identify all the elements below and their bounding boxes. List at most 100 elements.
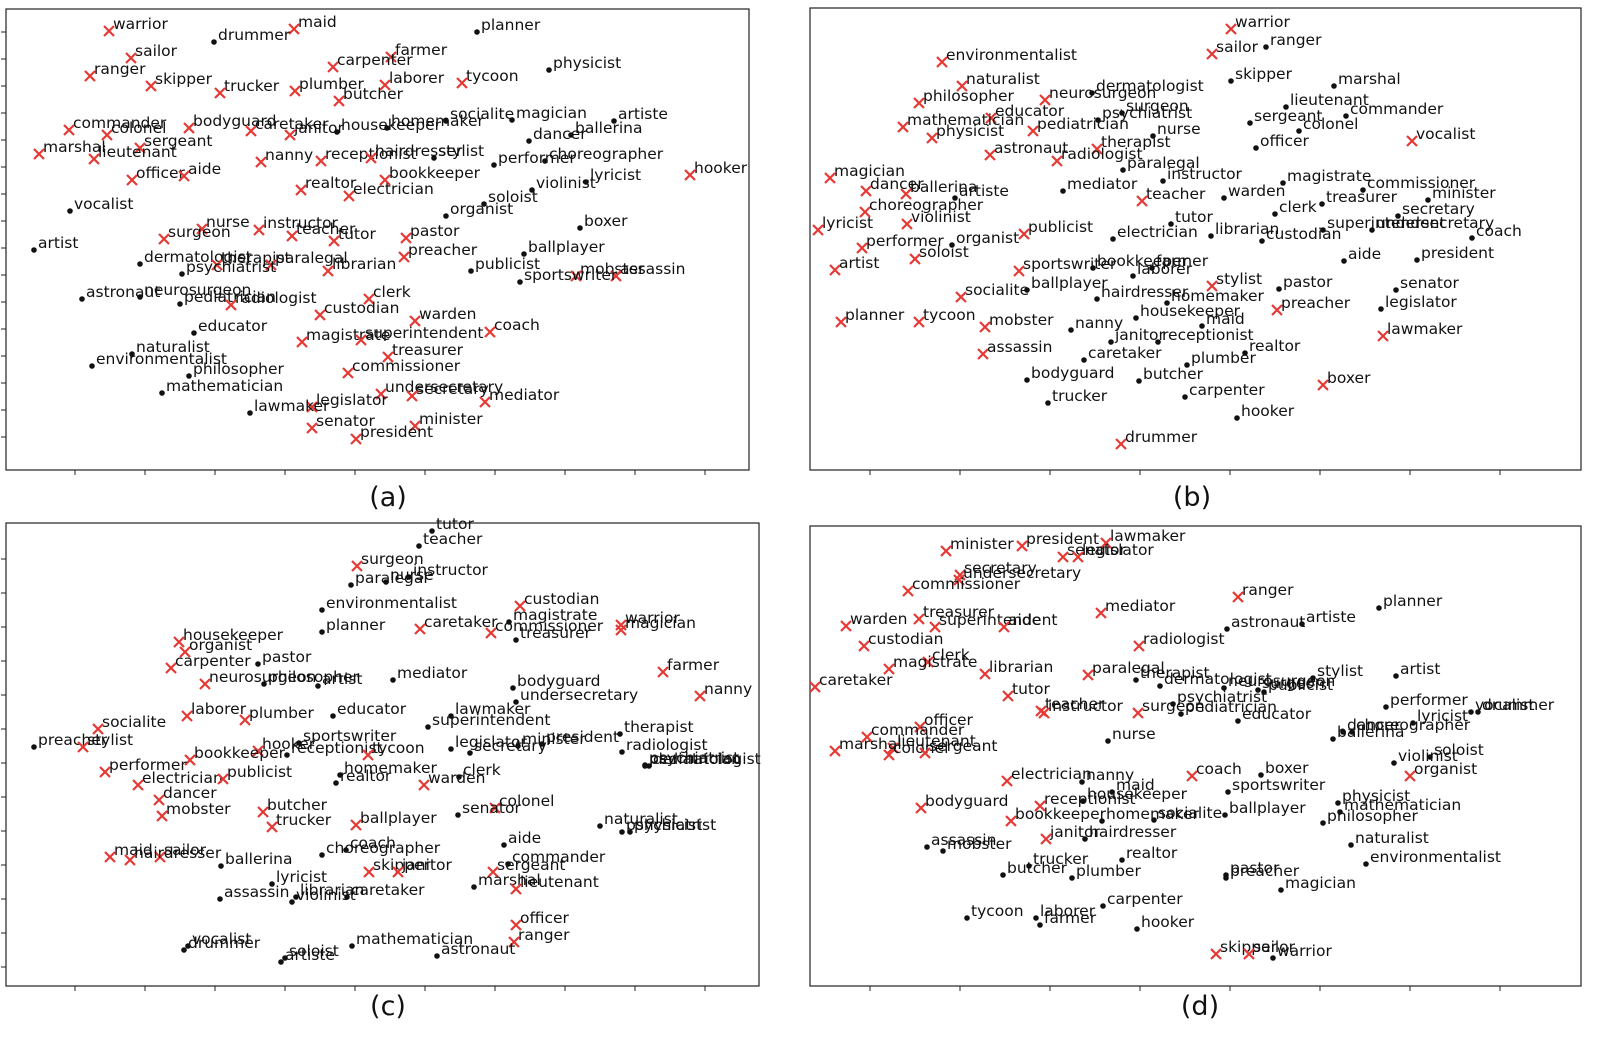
point-label: warden [1228, 182, 1285, 200]
point-label: carpenter [1107, 890, 1183, 908]
cross-marker [913, 97, 925, 109]
dot-marker [416, 543, 422, 549]
point-label: magistrate [1287, 167, 1371, 185]
point: dancer [526, 125, 587, 144]
point: coach [1186, 760, 1242, 782]
cross-marker [266, 821, 278, 833]
point: neurosurgeon [137, 281, 251, 300]
point: receptionist [284, 739, 383, 758]
dot-marker [568, 132, 574, 138]
dot-marker [509, 117, 515, 123]
point: marshal [33, 138, 106, 160]
point: skipper [1228, 65, 1293, 84]
cross-marker [1225, 23, 1237, 35]
point: minister [409, 410, 483, 432]
point: teacher [416, 530, 483, 549]
dot-marker [1247, 120, 1253, 126]
cross-marker [103, 25, 115, 37]
dot-marker [1299, 621, 1305, 627]
dot-marker [1391, 760, 1397, 766]
point: realtor [1242, 337, 1301, 356]
dot-marker [425, 724, 431, 730]
dot-marker [1378, 306, 1384, 312]
point-label: lawmaker [1110, 527, 1186, 545]
dot-marker [1094, 296, 1100, 302]
dot-marker [1033, 915, 1039, 921]
cross-marker [829, 264, 841, 276]
dot-marker [1109, 789, 1115, 795]
point-label: nanny [704, 680, 752, 698]
point: preacher [1223, 862, 1300, 881]
point-label: colonel [499, 792, 554, 810]
point: colonel [101, 119, 166, 141]
cross-marker [985, 112, 997, 124]
point-label: commissioner [912, 575, 1021, 593]
dot-marker [1235, 718, 1241, 724]
cross-marker [901, 218, 913, 230]
point: clerk [363, 283, 411, 305]
dot-marker [546, 67, 552, 73]
point-label: receptionist [1162, 326, 1254, 344]
cross-marker [382, 351, 394, 363]
cross-marker [1317, 379, 1329, 391]
point-label: bookkeeper [389, 164, 481, 182]
dot-marker [1045, 400, 1051, 406]
point: officer [126, 164, 186, 186]
point: butcher [1000, 859, 1068, 878]
point-label: bookkeeper [1015, 805, 1107, 823]
cross-marker [1034, 800, 1046, 812]
point: bodyguard [915, 792, 1008, 814]
point: bodyguard [183, 112, 276, 134]
point-label: marshal [43, 138, 106, 156]
dot-marker [471, 884, 477, 890]
point-label: janitor [1049, 823, 1100, 841]
point-label: artist [839, 254, 879, 272]
point: dancer [153, 784, 217, 806]
point: drummer [181, 934, 261, 953]
point: vocalist [1406, 125, 1475, 147]
point: nurse [1150, 120, 1201, 139]
dot-marker [181, 947, 187, 953]
cross-marker [1133, 640, 1145, 652]
point-label: undersecretary [963, 564, 1081, 582]
point-label: aide [1008, 611, 1041, 629]
point-label: organist [189, 636, 252, 654]
point: assassin [977, 338, 1052, 360]
point: dermatologist [1089, 77, 1204, 96]
point-label: instructor [413, 561, 489, 579]
dot-marker [1134, 926, 1140, 932]
point-label: clerk [373, 283, 411, 301]
cross-marker [315, 155, 327, 167]
cross-marker [953, 574, 965, 586]
cross-marker [900, 188, 912, 200]
point-label: hooker [694, 159, 748, 177]
point: carpenter [1100, 890, 1183, 909]
point: naturalist [129, 338, 210, 357]
point-label: magician [1285, 874, 1356, 892]
point: president [1414, 244, 1494, 263]
cross-marker [940, 545, 952, 557]
point-label: sergeant [1254, 107, 1323, 125]
cross-marker [328, 235, 340, 247]
point-label: realtor [305, 174, 357, 192]
point: clerk [456, 761, 501, 780]
point: coach [484, 316, 540, 338]
point-label: mathematician [356, 930, 473, 948]
point: clerk [922, 646, 970, 668]
cross-marker [926, 132, 938, 144]
dot-marker [384, 125, 390, 131]
point: radiologist [1133, 630, 1225, 652]
cross-marker [883, 749, 895, 761]
point-label: custodian [324, 299, 399, 317]
point: lawmaker [1377, 320, 1463, 342]
cross-marker [615, 619, 627, 631]
point-label: environmentalist [1370, 848, 1501, 866]
point: hooker [1134, 913, 1195, 932]
point: superintendent [355, 324, 484, 346]
point: psychiatrist [1095, 104, 1192, 123]
dot-marker [278, 959, 284, 965]
point-label: psychiatrist [649, 749, 739, 767]
point-label: clerk [463, 761, 501, 779]
point: commissioner [485, 617, 604, 639]
point-label: sportswriter [1232, 776, 1326, 794]
